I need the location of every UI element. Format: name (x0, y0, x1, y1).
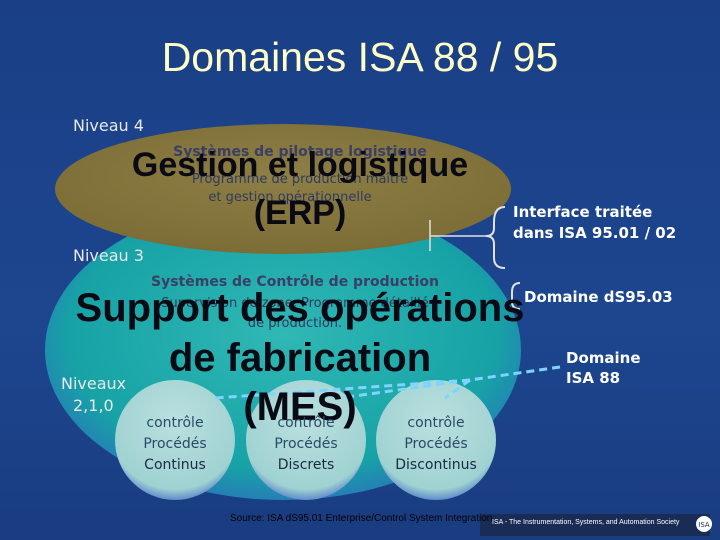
bubble-discrets-line2: Procédés (274, 436, 338, 452)
footer-bar (480, 514, 710, 536)
interface-bracket-line (429, 220, 486, 251)
bubble-continus-line1: contrôle (146, 415, 204, 431)
domain95-brace (511, 282, 521, 310)
erp-big-acronym: (ERP) (253, 194, 347, 232)
levels-low-label-2: 2,1,0 (73, 396, 114, 415)
bubble-continus-label: contrôle Procédés Continus (115, 413, 235, 476)
interface-label-2: dans ISA 95.01 / 02 (513, 224, 677, 242)
domain88-pointers (214, 365, 561, 400)
bubble-discontinus (376, 380, 496, 500)
bubble-continus (115, 380, 235, 500)
bubble-discontinus-label: contrôle Procédés Discontinus (376, 413, 496, 476)
bubble-discrets-label: contrôle Procédés Discrets (246, 413, 366, 476)
erp-ellipse (55, 124, 511, 254)
bubble-continus-line2: Procédés (143, 436, 207, 452)
mes-line3: de production. (247, 316, 343, 331)
isa-logo-icon: ISA (696, 516, 712, 532)
erp-heading: Systèmes de pilotage logistique (173, 144, 427, 160)
bubble-discontinus-line2: Procédés (404, 436, 468, 452)
erp-big-title: Gestion et logistique (131, 146, 469, 184)
footer-text: ISA - The Instrumentation, Systems, and … (492, 519, 680, 526)
level-4-label: Niveau 4 (73, 116, 144, 135)
bubble-discontinus-line1: contrôle (407, 415, 465, 431)
interface-label-1: Interface traitée (513, 203, 653, 221)
bubble-discontinus-line3: Discontinus (395, 457, 477, 473)
level-3-label: Niveau 3 (73, 246, 144, 265)
svg-text:ISA: ISA (698, 521, 710, 529)
mes-big-subtitle: de fabrication (168, 336, 432, 380)
bubble-discrets-line1: contrôle (277, 415, 335, 431)
mes-line2: Supervision de zone, Programme détaillé (161, 296, 429, 311)
erp-line3: et gestion opérationnelle (208, 190, 372, 205)
source-note: Source: ISA dS95.01 Enterprise/Control S… (230, 513, 493, 524)
mes-heading: Systèmes de Contrôle de production (151, 274, 439, 290)
erp-line2: Programme de production maître (191, 172, 409, 187)
mes-big-acronym: (MES) (243, 385, 357, 429)
domain-95-label: Domaine dS95.03 (524, 288, 673, 306)
bubble-continus-line3: Continus (144, 457, 206, 473)
mes-big-title: Support des opérations (75, 286, 525, 330)
bubble-discrets-line3: Discrets (277, 457, 335, 473)
domain-88-label-1: Domaine (566, 349, 641, 367)
domain-88-label-2: ISA 88 (566, 369, 621, 387)
levels-low-label-1: Niveaux (61, 374, 127, 393)
bubble-discrets (246, 380, 366, 500)
page-title: Domaines ISA 88 / 95 (161, 34, 559, 80)
